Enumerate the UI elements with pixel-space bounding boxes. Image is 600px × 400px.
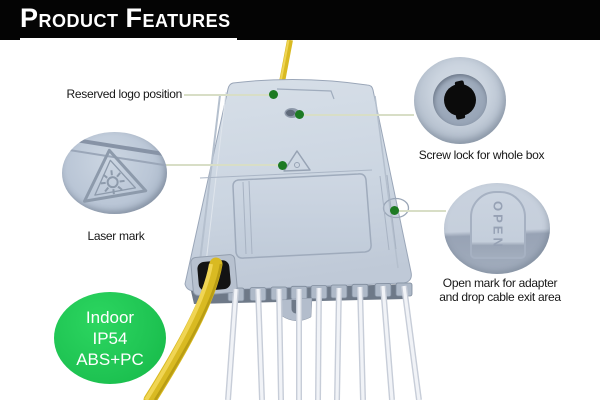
screw-lock-tab	[455, 112, 466, 120]
cable-shadow	[153, 263, 223, 400]
cable-body	[143, 257, 223, 400]
left-edge-highlight	[203, 91, 227, 281]
yellow-drop-cable-top	[279, 39, 293, 83]
spec-badge: Indoor IP54 ABS+PC	[54, 292, 166, 384]
cable-highlight	[144, 263, 213, 400]
title-word-product: Product	[20, 3, 119, 33]
marker-dot-screw-lock	[295, 110, 304, 119]
label-open-line2: and drop cable exit area	[439, 290, 561, 304]
callout-line-reserved-logo	[184, 94, 270, 96]
screw-lock-tab	[454, 80, 465, 88]
laser-sun	[294, 162, 300, 168]
screw-lock-magnifier	[414, 57, 506, 144]
callout-line-open-mark	[399, 210, 446, 212]
white-cable	[401, 285, 422, 400]
spec-material: ABS+PC	[76, 349, 144, 369]
marker-dot-laser-mark	[278, 161, 287, 170]
callout-line-laser-mark	[165, 164, 281, 166]
spec-indoor: Indoor	[85, 307, 135, 327]
white-cable	[276, 288, 284, 400]
white-cable	[255, 288, 265, 400]
laser-engraving-on-box	[283, 150, 311, 172]
open-mark-arch: OPEN	[470, 191, 526, 259]
door-groove	[242, 181, 247, 255]
cable-highlight	[279, 39, 290, 83]
side-groove	[379, 175, 390, 251]
marker-dot-reserved-logo	[269, 90, 278, 99]
label-open-mark: Open mark for adapter and drop cable exi…	[420, 276, 580, 304]
marker-dot-open-mark	[390, 206, 399, 215]
label-laser-mark: Laser mark	[87, 229, 145, 243]
page-title: ProductFeatures	[20, 3, 237, 41]
white-cable	[357, 286, 366, 400]
cable-body	[279, 39, 293, 83]
label-screw-lock: Screw lock for whole box	[418, 148, 545, 162]
yellow-drop-cable-bottom	[143, 257, 223, 400]
white-cable	[380, 285, 395, 400]
laser-warning-symbol	[82, 148, 148, 203]
laser-triangle-inner	[94, 159, 137, 196]
laser-sunburst	[100, 170, 125, 195]
lid-seam	[199, 169, 373, 179]
spec-ip54: IP54	[92, 328, 128, 348]
label-open-line1: Open mark for adapter	[442, 276, 558, 290]
title-word-features: Features	[125, 3, 231, 33]
screw-hole-center	[286, 109, 295, 117]
laser-triangle-outer	[82, 148, 148, 203]
right-edge-ridge	[374, 95, 399, 269]
white-fiber-cables	[225, 285, 422, 400]
door-panel	[232, 173, 372, 259]
callout-line-screw-lock	[302, 114, 414, 116]
open-mark-magnifier: OPEN	[444, 183, 550, 274]
label-reserved-logo-position: Reserved logo position	[66, 87, 183, 101]
white-cable	[315, 287, 322, 400]
logo-area-groove	[276, 88, 335, 100]
laser-triangle	[283, 150, 311, 172]
open-embossed-text: OPEN	[490, 200, 506, 250]
laser-mark-magnifier	[62, 132, 167, 214]
white-cable	[225, 288, 239, 400]
screw-lock-recess	[433, 74, 487, 126]
title-banner: ProductFeatures	[0, 0, 600, 41]
white-cable	[334, 287, 342, 400]
door-groove	[248, 180, 253, 255]
screw-lock-hole	[444, 80, 476, 120]
left-edge-ridge	[197, 94, 221, 279]
